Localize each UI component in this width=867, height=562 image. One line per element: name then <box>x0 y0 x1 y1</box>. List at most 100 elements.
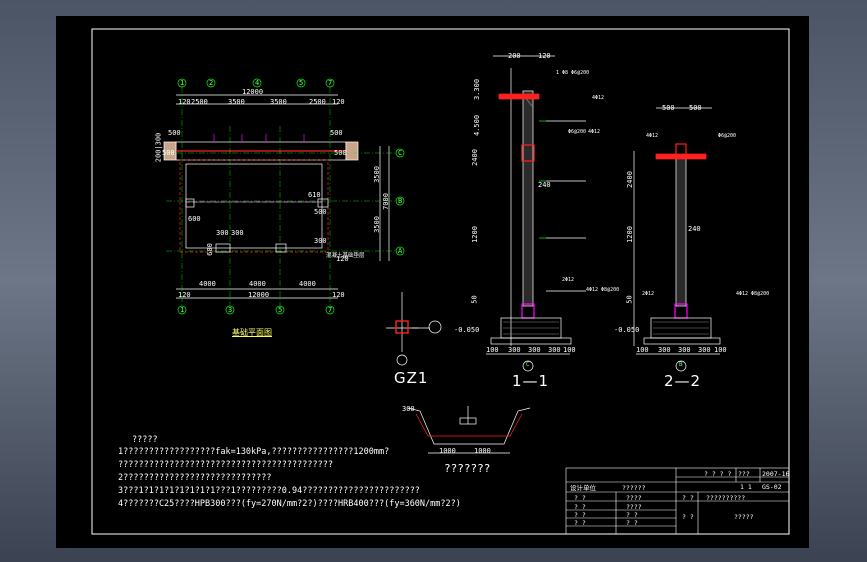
section11-dim-bottom: 300 <box>548 346 561 354</box>
section11-dim-bottom: 100 <box>563 346 576 354</box>
section22-dim-bottom: 100 <box>714 346 727 354</box>
section22-annot: 4Φ12 <box>646 133 659 139</box>
tb-header-mid: ? ? ? ? <box>704 470 732 478</box>
tb-cell: ? ? <box>574 503 586 511</box>
detail-dim: 1000 <box>439 447 456 455</box>
foundation-plan <box>163 78 405 315</box>
section11-annot: 4Φ12 Φ8@200 <box>586 287 620 293</box>
plan-dim-misc: 300 <box>314 237 327 245</box>
plan-dim-top-part: 3500 <box>228 98 245 106</box>
trench-detail <box>407 406 531 454</box>
axis-label: 1 <box>180 306 185 314</box>
section22-dim-top: 500 <box>689 104 702 112</box>
plan-dim-misc: 610 <box>308 191 321 199</box>
plan-dim-top-part: 2500 <box>191 98 208 106</box>
section11-annot: 4Φ12 <box>588 129 601 135</box>
plan-dim-misc: 500 <box>162 149 175 157</box>
tb-cell: ? ? <box>682 494 694 502</box>
plan-dim-bottom-part: 120 <box>178 291 191 299</box>
axis-label: 1 <box>180 79 185 87</box>
plan-dim-right: 3500 <box>372 166 381 183</box>
title-block <box>565 467 790 535</box>
plan-dim-misc: 500 <box>168 129 181 137</box>
notes-line: 1??????????????????fak=130kPa,??????????… <box>118 447 390 457</box>
tb-cell: ???? <box>626 503 642 511</box>
section11-wall: 240 <box>538 181 551 189</box>
section22-level: 50 <box>625 295 634 304</box>
section22-annot: 2Φ12 <box>642 291 655 297</box>
axis-label: 4 <box>255 79 260 87</box>
section22-annot: 4Φ12 Φ8@200 <box>736 291 770 297</box>
tb-cell: ???? <box>626 494 642 502</box>
gz1-detail <box>386 292 442 366</box>
plan-dim-right-total: 7000 <box>381 193 390 210</box>
section11-level: 1200 <box>470 226 479 243</box>
section22-level: 1200 <box>625 226 634 243</box>
plan-dim-misc: 300 <box>231 229 244 237</box>
section11-dim-bottom: 300 <box>508 346 521 354</box>
cad-drawing-viewport[interactable]: 12000 120 2500 3500 3500 2500 120 1 2 4 … <box>56 16 809 548</box>
plan-dim-total-top: 12000 <box>242 88 264 96</box>
detail-label: ??????? <box>444 462 491 475</box>
section11-annot: Φ6@200 <box>568 129 587 135</box>
section22-elev: -0.050 <box>614 326 640 334</box>
section11-dim-bottom: 100 <box>486 346 499 354</box>
notes-line: 2????????????????????????????? <box>118 473 272 483</box>
plan-dim-misc: 300 <box>216 229 229 237</box>
plan-note-label: 混凝土基础垫层 <box>326 253 365 259</box>
tb-cell: ? ? <box>574 519 586 527</box>
plan-dim-misc: 500 <box>330 129 343 137</box>
notes-line: ????????????????????????????????????????… <box>118 460 333 470</box>
axis-label: 5 <box>299 79 304 87</box>
section11-annot: 2Φ12 <box>562 277 575 283</box>
tb-drawing-name: ????? <box>734 513 754 521</box>
plan-dim-bottom-part: 4000 <box>299 280 316 288</box>
section22-dim-bottom: 100 <box>636 346 649 354</box>
plan-dim-left: 200|300 <box>154 132 163 163</box>
plan-dim-bottom-part: 4000 <box>199 280 216 288</box>
tb-header-no: 2007-16 <box>762 470 790 478</box>
section11-level: 4.500 <box>473 114 482 137</box>
plan-dim-total-bottom: 12000 <box>248 291 270 299</box>
tb-cell: ? ? <box>626 519 638 527</box>
drawing-canvas <box>91 28 790 535</box>
section11-elev: -0.050 <box>454 326 480 334</box>
section11-level: 3.300 <box>473 78 482 101</box>
tb-cell: ?????????? <box>706 494 746 502</box>
plan-dim-bottom-part: 120 <box>332 291 345 299</box>
axis-label: A <box>398 247 403 255</box>
axis-label: C <box>398 149 403 157</box>
tb-design-label: 设计单位 <box>570 484 596 492</box>
plan-dim-top-part: 2500 <box>309 98 326 106</box>
section11-level: 50 <box>470 295 479 304</box>
axis-label: 7 <box>328 306 333 314</box>
detail-dim: 300 <box>402 405 415 413</box>
plan-dim-misc: 500 <box>334 149 347 157</box>
plan-dim-misc: 600 <box>188 215 201 223</box>
section22-axis: B <box>679 361 683 368</box>
section11-axis: C <box>526 361 530 368</box>
plan-dim-top-part: 3500 <box>270 98 287 106</box>
axis-label: 7 <box>328 79 333 87</box>
notes-line: 4???????C25????HPB300???(fy=270N/mm?2?)?… <box>118 499 461 509</box>
section22-label: 2—2 <box>664 372 702 390</box>
section11-annot: 4Φ12 <box>592 95 605 101</box>
notes-line: 3???1?1?1?1?1?1?1?1???1?????????0.94????… <box>118 486 420 496</box>
plan-dim-right: 3500 <box>372 216 381 233</box>
section11-annot: 1 Φ8 Φ6@200 <box>556 70 590 76</box>
section22-dim-bottom: 300 <box>678 346 691 354</box>
tb-cell: ? ? <box>682 513 694 521</box>
section22-dim-bottom: 300 <box>658 346 671 354</box>
section-2-2 <box>633 107 721 372</box>
section11-dim-top: 120 <box>538 52 551 60</box>
plan-dim-misc: 120 <box>336 255 349 263</box>
tb-cell: ? ? <box>626 511 638 519</box>
tb-header-no-label: ??? <box>738 470 750 478</box>
sheet-border <box>91 28 790 535</box>
section22-dim-bottom: 300 <box>698 346 711 354</box>
gz1-label: GZ1 <box>394 369 429 387</box>
section-1-1 <box>486 55 586 372</box>
section22-wall: 240 <box>688 225 701 233</box>
detail-dim: 1000 <box>474 447 491 455</box>
section22-annot: Φ6@200 <box>718 133 737 139</box>
